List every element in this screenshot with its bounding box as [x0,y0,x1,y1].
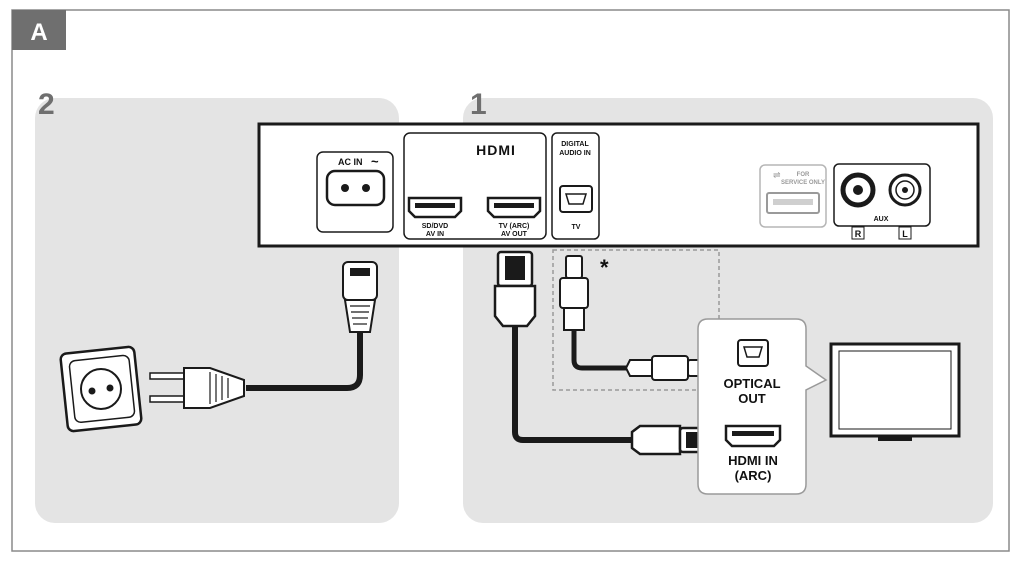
aux-channel-tags: R L [851,226,912,240]
tv-hdmi-in-label-line1: HDMI IN [728,453,778,468]
step-number-power: 2 [38,88,55,121]
hdmi-out-label-line1: TV (ARC) [499,223,530,230]
hdmi-in-label-line1: SD/DVD [422,223,448,230]
aux-right-label: R [855,229,862,239]
figure-label-box [12,10,66,50]
hdmi-out-label-line2: AV OUT [501,231,528,238]
optical-cable [552,249,720,391]
ac-in-port: AC IN ~ [316,151,394,233]
tv-ports-callout: OPTICAL OUT HDMI IN (ARC) [697,318,828,495]
digital-audio-in-port: DIGITAL AUDIO IN TV [551,132,600,240]
digital-audio-label-line1: DIGITAL [561,141,589,148]
tv-optical-out-label-line2: OUT [738,391,766,406]
wall-socket-icon [59,345,143,433]
hdmi-logo: HDMI [476,142,516,158]
digital-audio-label-line2: AUDIO IN [559,150,591,157]
hdmi-port-group: HDMI SD/DVD AV IN TV (ARC) AV OUT [403,132,547,240]
figure-label: A [30,19,47,46]
aux-left-label: L [902,229,908,239]
tv-hdmi-in-label-line2: (ARC) [735,468,772,483]
usb-service-port: ⇌ FOR SERVICE ONLY [759,164,827,228]
ac-connector-plug [342,261,378,333]
usb-label-line1: FOR [797,172,810,178]
aux-label: AUX [874,216,889,223]
aux-port-group: AUX [833,163,931,227]
ac-in-label: AC IN [338,157,363,167]
power-cable [149,330,363,409]
hdmi-cable [493,250,712,456]
step-number-connections: 1 [470,88,487,121]
ac-in-symbol: ~ [371,154,379,169]
usb-icon: ⇌ [773,170,781,180]
tv-optical-out-label-line1: OPTICAL [723,376,780,391]
usb-label-line2: SERVICE ONLY [781,180,825,186]
digital-audio-port-label: TV [572,224,581,231]
hdmi-in-label-line2: AV IN [426,231,444,238]
tv-icon [829,342,961,441]
optional-marker: * [600,255,609,280]
